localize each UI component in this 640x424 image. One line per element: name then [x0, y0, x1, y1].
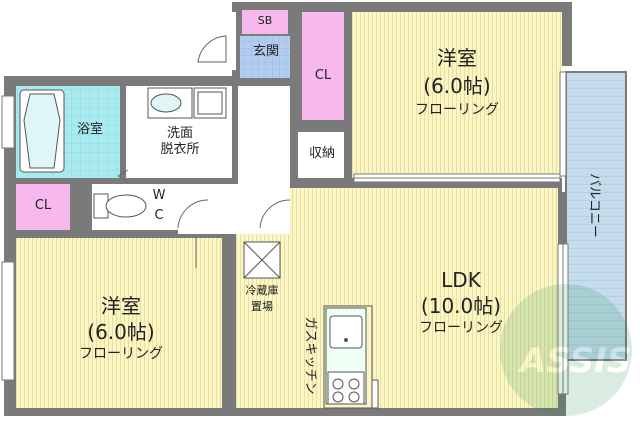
room-size-western-left: (6.0帖) — [87, 320, 155, 344]
room-name-washroom-2: 脱衣所 — [160, 142, 200, 157]
room-floor-western-left: フローリング — [79, 346, 163, 362]
balcony-area — [565, 71, 627, 361]
assist-watermark: ASSIST — [500, 284, 640, 416]
room-name-wc-w: W — [152, 188, 166, 203]
balcony-label: バルコニー — [586, 173, 602, 238]
hall-floor — [238, 86, 290, 234]
room-name-storage: 収納 — [308, 146, 335, 161]
room-name-western-left: 洋室 — [101, 294, 141, 318]
door-swings — [117, 35, 291, 268]
entrance-floor — [240, 36, 290, 78]
hall-bottom-floor — [178, 184, 238, 234]
room-size-ldk: (10.0帖) — [420, 294, 502, 318]
room-name-bath: 浴室 — [76, 122, 103, 137]
fridge-label-1: 冷蔵庫 — [245, 284, 279, 297]
window-top — [559, 71, 567, 177]
room-name-closet-left: CL — [34, 198, 52, 213]
western-room-left-floor — [16, 238, 222, 408]
room-floor-ldk: フローリング — [419, 320, 503, 336]
room-name-washroom-1: 洗面 — [166, 126, 193, 141]
shoe-box — [242, 10, 288, 34]
window-bath — [1, 95, 15, 149]
fridge-label-2: 置場 — [251, 300, 273, 313]
western-room-top-floor — [352, 12, 562, 178]
closet-left-floor — [16, 184, 70, 230]
toilet — [93, 193, 147, 219]
room-size-western-top: (6.0帖) — [423, 74, 491, 98]
storage-floor — [298, 132, 344, 178]
room-name-western-top: 洋室 — [437, 46, 477, 70]
window-left — [1, 261, 15, 381]
room-name-entrance: 玄関 — [252, 44, 279, 59]
gas-kitchen-label: ガスキッチン — [302, 316, 318, 395]
room-name-ldk: LDK — [441, 268, 481, 292]
closet-top-floor — [302, 12, 344, 120]
room-name-shoe-box: SB — [257, 14, 273, 27]
room-name-wc-c: C — [154, 208, 164, 223]
room-name-closet-top: CL — [314, 68, 332, 83]
room-floor-western-top: フローリング — [415, 102, 499, 118]
svg-text:ASSIST: ASSIST — [517, 341, 640, 381]
kitchen-counter — [323, 305, 379, 409]
fridge-space — [243, 241, 281, 279]
